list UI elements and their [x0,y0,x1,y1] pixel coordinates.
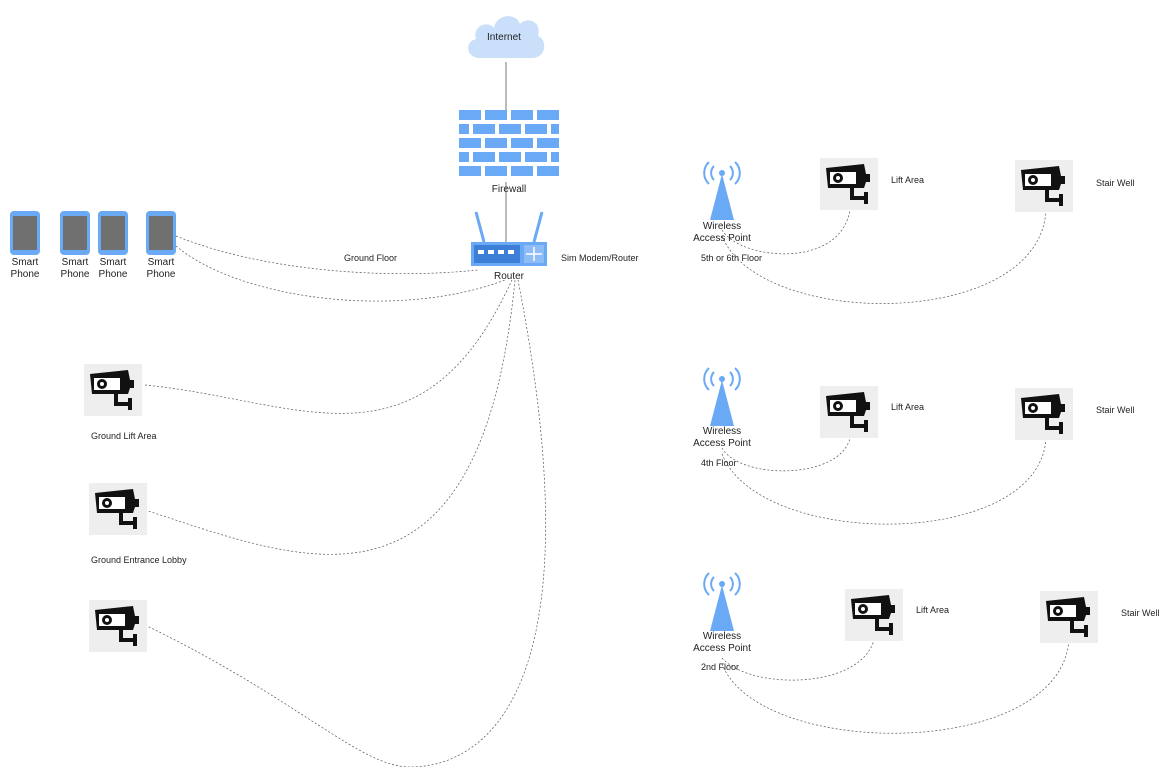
access-point-5th-6th[interactable] [700,160,744,220]
smartphone-2[interactable] [60,211,90,255]
ground-floor-label: Ground Floor [344,253,398,263]
smartphone-icon [60,211,90,255]
smartphone-icon [146,211,176,255]
camera-2nd-lift-label: Lift Area [916,605,950,615]
camera-ground-lift[interactable] [84,364,142,416]
access-point-2nd[interactable] [700,571,744,631]
smartphone-3[interactable] [98,211,128,255]
smartphone-2-label: Smart Phone [60,257,90,280]
camera-5th-6th-stair-label: Stair Well [1096,178,1135,188]
camera-4th-stair-label: Stair Well [1096,405,1135,415]
camera-ground-3[interactable] [89,600,147,652]
camera-4th-lift-label: Lift Area [891,402,925,412]
link-ap2-lift [721,639,875,681]
link-camera-ground-3 [144,279,546,767]
internet-node[interactable]: Internet [462,8,546,66]
camera-2nd-stair[interactable] [1040,591,1098,643]
link-ap4-lift [721,437,851,472]
cctv-camera-icon [95,489,139,529]
camera-5th-6th-stair[interactable] [1015,160,1073,212]
access-point-4th[interactable] [700,366,744,426]
router-node[interactable] [470,210,548,268]
firewall-label: Firewall [491,184,527,195]
smartphone-4-label: Smart Phone [146,257,176,280]
floor-5th-6th-label: 5th or 6th Floor [701,253,763,263]
link-ap2-stair [721,639,1070,734]
camera-2nd-stair-label: Stair Well [1121,608,1160,618]
cctv-camera-icon [1046,597,1090,637]
router-label: Router [493,271,524,282]
camera-2nd-lift[interactable] [845,589,903,641]
smartphone-1[interactable] [10,211,40,255]
router-side-label: Sim Modem/Router [561,253,639,263]
cctv-camera-icon [826,164,870,204]
smartphone-icon [10,211,40,255]
camera-ground-lobby[interactable] [89,483,147,535]
link-ap5-lift [721,209,851,255]
camera-4th-stair[interactable] [1015,388,1073,440]
link-ap4-stair [721,437,1047,525]
cloud-icon [468,16,545,58]
smartphone-4[interactable] [146,211,176,255]
antenna-tower-icon [703,161,741,220]
link-camera-ground-lobby [144,279,516,555]
cctv-camera-icon [851,595,895,635]
smartphone-3-label: Smart Phone [98,257,128,280]
ap-4th-label: Wireless Access Point [693,426,751,449]
smartphone-icon [98,211,128,255]
firewall-brick-icon [459,110,559,176]
internet-label: Internet [487,32,521,43]
floor-2nd-label: 2nd Floor [701,662,740,672]
antenna-tower-icon [703,367,741,426]
camera-ground-lobby-label: Ground Entrance Lobby [91,555,187,565]
camera-5th-6th-lift-label: Lift Area [891,175,925,185]
cctv-camera-icon [1021,166,1065,206]
antenna-tower-icon [703,572,741,631]
ap-5th-6th-label: Wireless Access Point [693,221,751,244]
router-icon [471,211,547,266]
smartphone-1-label: Smart Phone [10,257,40,280]
link-ap5-stair [721,209,1047,304]
floor-4th-label: 4th Floor [701,458,737,468]
camera-ground-lift-label: Ground Lift Area [91,431,157,441]
ap-2nd-label: Wireless Access Point [693,631,751,654]
link-phone-router-2 [175,245,506,302]
link-camera-ground-lift [144,279,513,414]
cctv-camera-icon [90,370,134,410]
link-phone-router-1 [175,235,479,275]
cctv-camera-icon [1021,394,1065,434]
camera-5th-6th-lift[interactable] [820,158,878,210]
cctv-camera-icon [826,392,870,432]
camera-4th-lift[interactable] [820,386,878,438]
firewall-node[interactable] [459,110,559,186]
cctv-camera-icon [95,606,139,646]
